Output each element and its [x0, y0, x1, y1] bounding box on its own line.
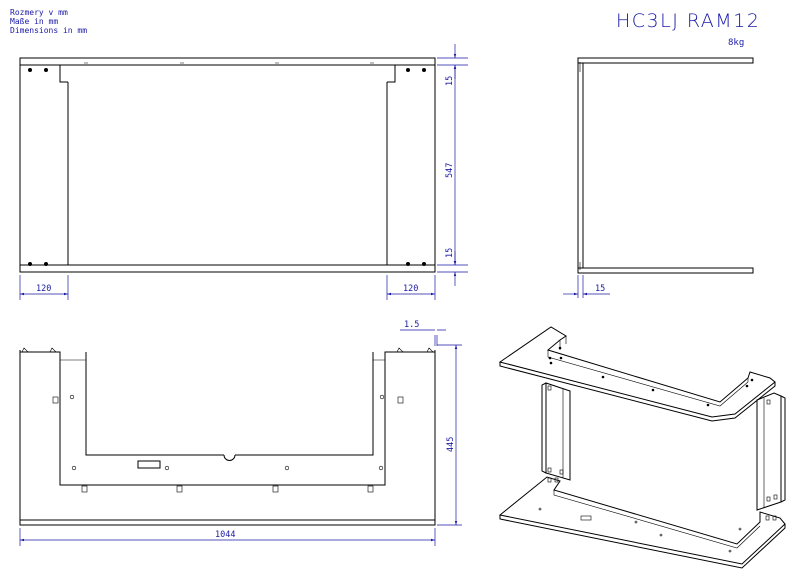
plan-view [19, 347, 436, 526]
dim-front-left-width: 120 [36, 284, 51, 294]
units-line-cz: Rozmery v mm [10, 8, 68, 17]
side-view-dimensions: 15 [563, 275, 610, 298]
units-line-de: Maße in mm [10, 17, 59, 26]
isometric-view [498, 326, 786, 569]
front-view [19, 57, 436, 273]
plan-view-dimensions: 1.5 445 1044 [19, 320, 462, 546]
drawing-weight: 8kg [728, 38, 745, 48]
dim-front-right-width: 120 [403, 284, 418, 294]
dim-front-height: 547 [445, 163, 455, 178]
side-view [577, 57, 754, 274]
dim-side-flange: 15 [595, 284, 605, 294]
units-note: Rozmery v mm Maße in mm Dimensions in mm [10, 8, 87, 35]
units-line-en: Dimensions in mm [10, 26, 88, 35]
dim-front-top-flange: 15 [445, 76, 455, 86]
front-view-dimensions: 15 547 15 120 120 [19, 44, 468, 300]
dim-plan-thickness: 1.5 [404, 320, 419, 330]
dim-plan-depth: 445 [446, 437, 456, 452]
dim-front-bottom-flange: 15 [445, 248, 455, 258]
drawing-title: HC3LJ RAM12 [616, 10, 761, 32]
dim-plan-length: 1044 [215, 530, 235, 540]
